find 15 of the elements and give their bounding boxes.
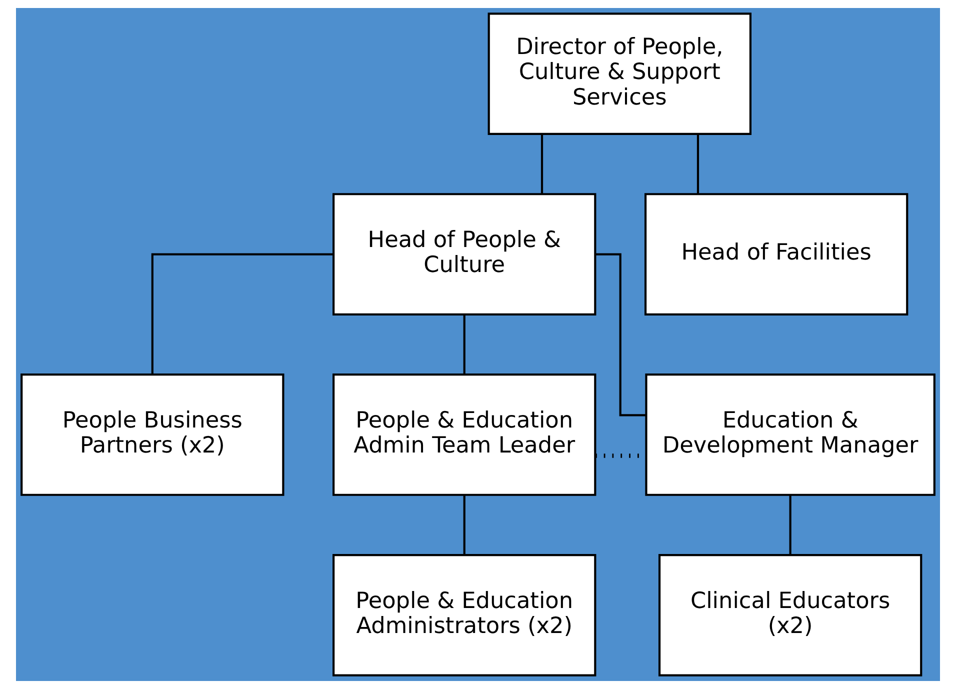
- node-box: People Business Partners (x2): [20, 374, 284, 496]
- connector: [463, 314, 466, 374]
- connector: [696, 134, 700, 194]
- node-box: Clinical Educators (x2): [658, 554, 922, 676]
- connector: [540, 134, 544, 194]
- node-box: People & Education Administrators (x2): [332, 554, 596, 676]
- connector: [151, 253, 334, 374]
- node-box: People & Education Admin Team Leader: [332, 374, 596, 496]
- connector: [789, 495, 792, 554]
- node-box: Head of Facilities: [644, 193, 908, 316]
- node-box: Education & Development Manager: [645, 374, 936, 496]
- node-box: Director of People, Culture & Support Services: [488, 12, 752, 136]
- connector: [463, 495, 466, 554]
- node-box: Head of People & Culture: [332, 193, 596, 316]
- connector: [595, 253, 646, 416]
